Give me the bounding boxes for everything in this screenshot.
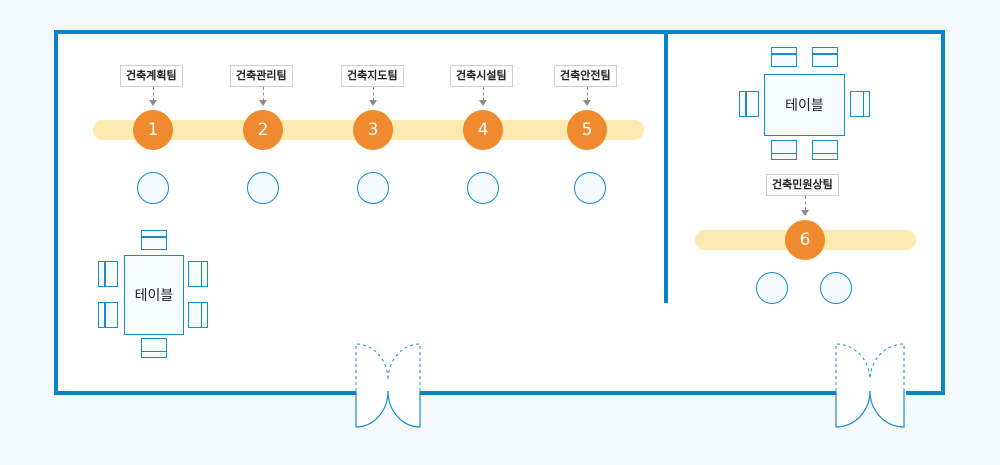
seat-5[interactable] [574, 172, 606, 204]
wall-bottom-middle [420, 391, 836, 395]
chair-right-upper [188, 261, 208, 287]
meeting-table-left[interactable]: 테이블 [124, 255, 184, 335]
team-label-3: 건축지도팀 [341, 65, 404, 87]
door-left[interactable] [350, 340, 426, 430]
arrow-1 [153, 87, 154, 101]
seat-6a[interactable] [756, 272, 788, 304]
arrowhead-5 [583, 100, 591, 106]
arrowhead-6 [801, 210, 809, 216]
arrow-2 [263, 87, 264, 101]
door-right[interactable] [830, 340, 910, 430]
wall-left [54, 30, 58, 395]
chair-left-upper [98, 261, 118, 287]
team-label-5: 건축안전팀 [554, 65, 617, 87]
team-marker-2[interactable]: 2 [243, 110, 283, 150]
chair-top-right [812, 47, 838, 67]
team-marker-3[interactable]: 3 [353, 110, 393, 150]
team-label-6: 건축민원상팀 [766, 174, 839, 196]
seat-3[interactable] [357, 172, 389, 204]
team-label-1: 건축계획팀 [120, 65, 183, 87]
meeting-table-right[interactable]: 테이블 [764, 74, 845, 136]
wall-right [941, 30, 945, 395]
arrow-4 [483, 87, 484, 101]
chair-bottom-right [812, 140, 838, 160]
chair-left-lower [98, 302, 118, 328]
arrow-6 [805, 196, 806, 210]
arrowhead-3 [369, 100, 377, 106]
arrowhead-2 [259, 100, 267, 106]
arrow-3 [373, 87, 374, 101]
arrowhead-1 [149, 100, 157, 106]
seat-6b[interactable] [820, 272, 852, 304]
chair-right-lower [188, 302, 208, 328]
chair-right [850, 91, 870, 117]
arrowhead-4 [479, 100, 487, 106]
team-label-4: 건축시설팀 [450, 65, 513, 87]
chair-bottom-left [771, 140, 797, 160]
chair-bottom [141, 338, 167, 358]
wall-bottom-right [906, 391, 945, 395]
team-marker-1[interactable]: 1 [133, 110, 173, 150]
team-marker-6[interactable]: 6 [785, 220, 825, 260]
wall-top [54, 30, 945, 34]
partition-wall [664, 30, 668, 303]
arrow-5 [587, 87, 588, 101]
team-marker-5[interactable]: 5 [567, 110, 607, 150]
wall-bottom-left [54, 391, 356, 395]
team-marker-4[interactable]: 4 [463, 110, 503, 150]
chair-top [141, 230, 167, 250]
chair-left [739, 91, 759, 117]
seat-4[interactable] [467, 172, 499, 204]
seat-1[interactable] [137, 172, 169, 204]
seat-2[interactable] [247, 172, 279, 204]
chair-top-left [771, 47, 797, 67]
team-label-2: 건축관리팀 [230, 65, 293, 87]
